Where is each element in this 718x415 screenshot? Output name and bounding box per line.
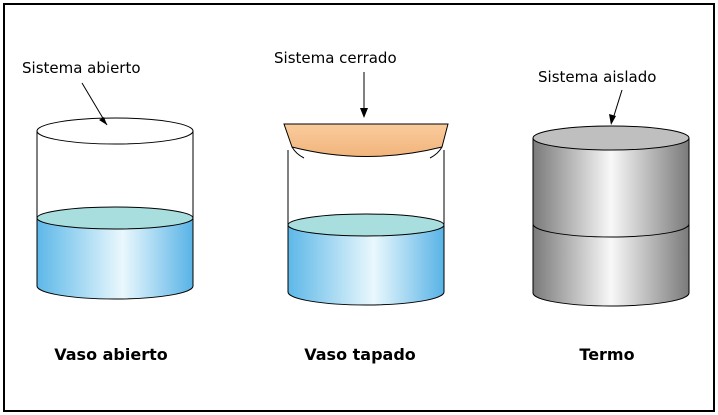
isolated-arrowhead bbox=[609, 114, 616, 125]
thermos-seam bbox=[532, 223, 690, 238]
closed-glass-caption: Vaso tapado bbox=[304, 345, 416, 364]
thermos bbox=[532, 89, 690, 307]
closed-arrowhead bbox=[360, 108, 368, 118]
open-glass-water bbox=[36, 217, 194, 300]
closed-glass-lid-fold bbox=[291, 146, 443, 159]
closed-glass-lid bbox=[283, 123, 449, 157]
closed-system-label: Sistema cerrado bbox=[274, 49, 397, 67]
thermos-body bbox=[532, 137, 690, 307]
isolated-system-label: Sistema aislado bbox=[538, 68, 657, 86]
open-arrowhead bbox=[99, 117, 107, 125]
closed-glass-water bbox=[287, 224, 445, 306]
open-glass-rim bbox=[36, 117, 194, 145]
open-glass-water-surface bbox=[36, 206, 194, 230]
closed-glass-water-surface bbox=[287, 213, 445, 237]
open-glass-caption: Vaso abierto bbox=[54, 345, 168, 364]
thermos-caption: Termo bbox=[579, 345, 635, 364]
thermos-top bbox=[532, 125, 690, 151]
open-system-label: Sistema abierto bbox=[22, 59, 141, 77]
closed-glass bbox=[283, 72, 449, 306]
open-glass bbox=[36, 82, 194, 300]
